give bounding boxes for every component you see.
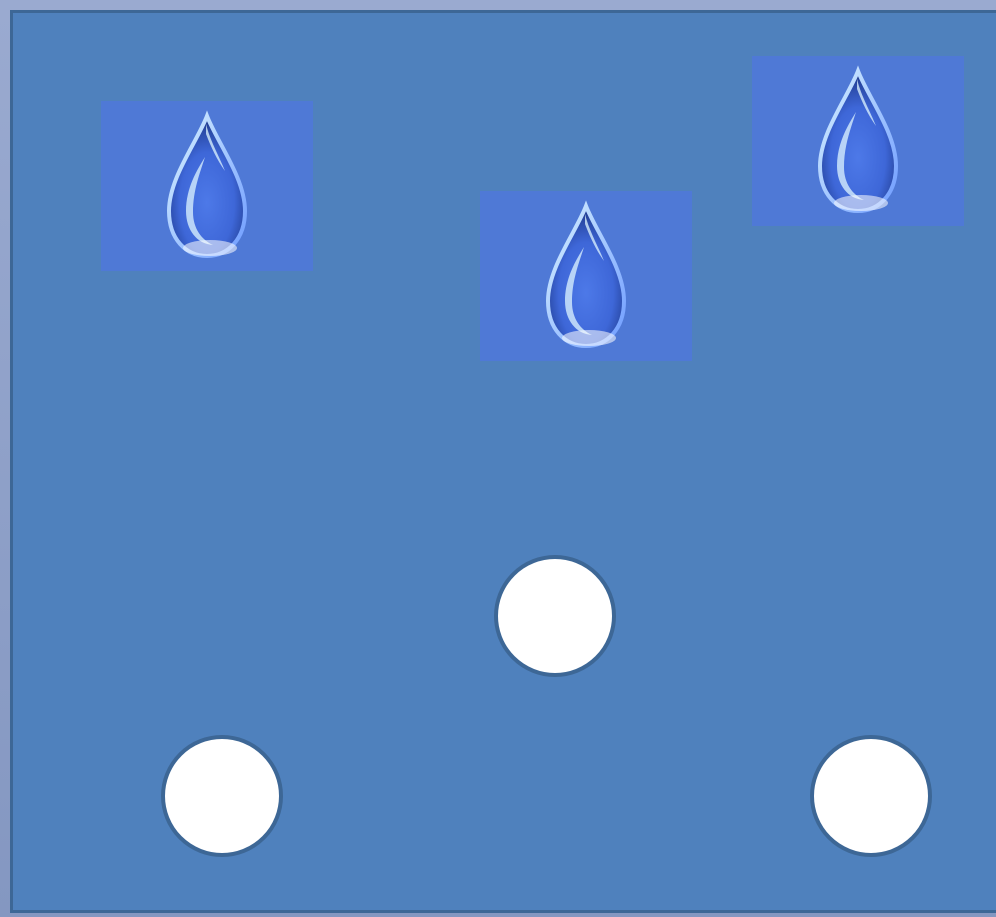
water-drop-icon xyxy=(534,198,638,354)
water-drop-icon xyxy=(806,63,910,219)
drop-target-slot-2[interactable] xyxy=(161,735,283,857)
drop-target-slot-1[interactable] xyxy=(494,555,616,677)
water-drop-tile-1[interactable] xyxy=(101,101,313,271)
water-drop-tile-2[interactable] xyxy=(480,191,692,361)
water-drop-tile-3[interactable] xyxy=(752,56,964,226)
drop-target-slot-3[interactable] xyxy=(810,735,932,857)
water-drop-icon xyxy=(155,108,259,264)
